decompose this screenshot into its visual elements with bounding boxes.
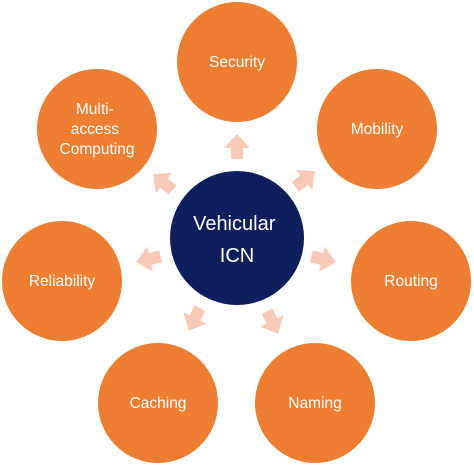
node-security-label: Security	[209, 54, 265, 71]
node-routing: Routing	[351, 221, 471, 341]
center-node-circle	[170, 171, 304, 305]
node-caching: Caching	[98, 343, 218, 463]
arrow-to-multi-access-computing	[153, 172, 177, 195]
center-node: Vehicular ICN	[170, 171, 304, 305]
arrow-to-security	[224, 134, 250, 159]
node-mobility-label: Mobility	[351, 121, 404, 138]
arrow-to-routing	[309, 246, 336, 272]
node-naming-label: Naming	[288, 395, 341, 412]
node-mobility-circle	[317, 69, 437, 189]
node-security-circle	[177, 2, 297, 122]
arrow-to-mobility	[291, 169, 315, 192]
arrow-to-naming	[260, 308, 284, 334]
node-reliability: Reliability	[2, 221, 122, 341]
node-routing-circle	[351, 221, 471, 341]
node-security: Security	[177, 2, 297, 122]
arrows	[136, 134, 336, 334]
node-multi-access-computing-circle	[37, 69, 157, 189]
arrow-to-reliability	[136, 246, 163, 272]
arrow-to-caching	[183, 305, 207, 331]
node-mobility: Mobility	[317, 69, 437, 189]
node-caching-label: Caching	[130, 395, 187, 412]
node-reliability-circle	[2, 221, 122, 341]
node-reliability-label: Reliability	[29, 273, 96, 290]
node-multi-access-computing: Multi- access Computing	[37, 69, 157, 189]
node-naming-circle	[255, 343, 375, 463]
node-multi-access-computing-label: Multi- access Computing	[60, 101, 135, 158]
node-caching-circle	[98, 343, 218, 463]
center-node-label: Vehicular ICN	[193, 213, 281, 267]
node-naming: Naming	[255, 343, 375, 463]
node-routing-label: Routing	[384, 273, 437, 290]
